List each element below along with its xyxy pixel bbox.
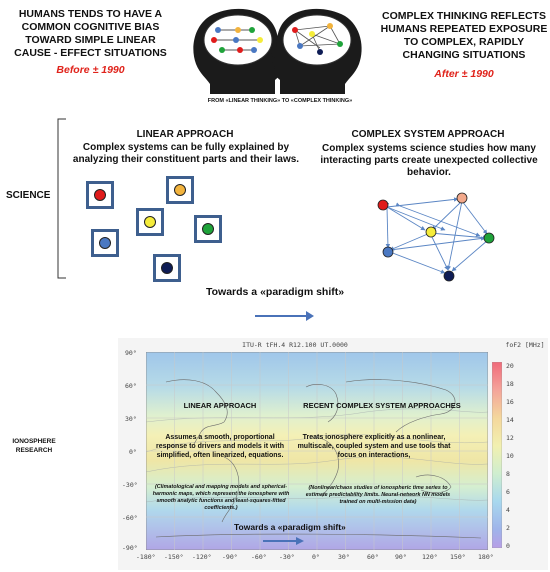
after-date: After ± 1990 — [434, 68, 494, 80]
isolated-element-blue — [91, 229, 119, 257]
lon-label: -60° — [251, 553, 267, 561]
lat-label: 30° — [125, 415, 137, 423]
right-header-text: COMPLEX THINKING REFLECTS HUMANS REPEATE… — [380, 10, 548, 61]
network-red-node-icon — [377, 199, 389, 211]
green-node-icon — [202, 223, 214, 235]
scale-tick: 16 — [506, 398, 514, 406]
map-header: ITU-R tFH.4 R12.100 UT.0000 — [242, 341, 348, 349]
heads-illustration — [193, 8, 362, 95]
ion-linear-title: LINEAR APPROACH — [183, 401, 257, 410]
thinking-caption: FROM «LINEAR THINKING» TO «COMPLEX THINK… — [207, 98, 353, 104]
scale-tick: 20 — [506, 362, 514, 370]
scale-tick: 12 — [506, 434, 514, 442]
isolated-element-navy — [153, 254, 181, 282]
blue-node-icon — [99, 237, 111, 249]
isolated-element-red — [86, 181, 114, 209]
interaction-network — [377, 192, 495, 282]
scale-tick: 14 — [506, 416, 514, 424]
orange-node-icon — [174, 184, 186, 196]
isolated-element-yellow — [136, 208, 164, 236]
lon-label: -150° — [164, 553, 184, 561]
lon-axis: -180° -150° -120° -90° -60° -30° 0° 30° … — [136, 553, 506, 563]
lon-label: 0° — [312, 553, 320, 561]
lat-label: 60° — [125, 382, 137, 390]
lon-label: -30° — [279, 553, 295, 561]
network-peach-node-icon — [456, 192, 468, 204]
lat-label: -90° — [122, 544, 138, 552]
lon-label: 30° — [338, 553, 350, 561]
complex-approach-body: Complex systems science studies how many… — [320, 143, 538, 178]
ion-paradigm-shift: Towards a «paradigm shift» — [234, 522, 346, 532]
before-date: Before ± 1990 — [56, 64, 125, 76]
scale-tick: 8 — [506, 470, 510, 478]
lon-label: -90° — [222, 553, 238, 561]
lon-label: -180° — [136, 553, 156, 561]
lon-label: 180° — [478, 553, 494, 561]
lon-label: 120° — [422, 553, 438, 561]
ionosphere-map — [146, 352, 488, 550]
linear-approach-body: Complex systems can be fully explained b… — [72, 142, 300, 165]
scale-tick: 2 — [506, 524, 510, 532]
science-bracket — [57, 118, 66, 279]
scale-tick: 4 — [506, 506, 510, 514]
ion-complex-note: (Nonlinear/chaos studies of ionospheric … — [305, 485, 451, 505]
colorbar-scale: 20 18 16 14 12 10 8 6 4 2 0 — [506, 362, 530, 552]
lon-label: 60° — [367, 553, 379, 561]
colorbar — [492, 362, 502, 548]
scale-tick: 6 — [506, 488, 510, 496]
lon-label: 90° — [395, 553, 407, 561]
red-node-icon — [94, 189, 106, 201]
ion-linear-body: Assumes a smooth, proportional response … — [156, 434, 284, 459]
yellow-node-icon — [144, 216, 156, 228]
science-label: SCIENCE — [6, 190, 51, 201]
science-shift-arrow-icon — [255, 311, 314, 321]
left-header-text: HUMANS TENDS TO HAVE A COMMON COGNITIVE … — [14, 8, 167, 59]
linear-approach-title: LINEAR APPROACH — [136, 129, 234, 140]
unit-label: foF2 [MHz] — [505, 341, 545, 349]
lat-label: -60° — [122, 514, 138, 522]
network-green-node-icon — [483, 232, 495, 244]
lat-label: 0° — [129, 448, 137, 456]
lon-label: 150° — [450, 553, 466, 561]
scale-tick: 10 — [506, 452, 514, 460]
network-navy-node-icon — [443, 270, 455, 282]
right-brain-icon — [282, 14, 352, 66]
network-blue-node-icon — [382, 246, 394, 258]
isolated-element-green — [194, 215, 222, 243]
network-yellow-node-icon — [425, 226, 437, 238]
ion-complex-body: Treats ionosphere explicitly as a nonlin… — [297, 434, 451, 459]
ion-linear-note: (Climatological and mapping models and s… — [152, 484, 290, 511]
ion-complex-title: RECENT COMPLEX SYSTEM APPROACHES — [303, 401, 461, 410]
lat-label: -30° — [122, 481, 138, 489]
complex-approach-title: COMPLEX SYSTEM APPROACH — [351, 129, 505, 140]
ionosphere-label: IONOSPHERE RESEARCH — [12, 438, 56, 454]
scale-tick: 18 — [506, 380, 514, 388]
lon-label: -120° — [192, 553, 212, 561]
lat-label: 90° — [125, 349, 137, 357]
navy-node-icon — [161, 262, 173, 274]
ion-shift-arrow-icon — [263, 537, 304, 545]
isolated-element-orange — [166, 176, 194, 204]
scale-tick: 0 — [506, 542, 510, 550]
science-paradigm-shift: Towards a «paradigm shift» — [206, 286, 345, 298]
